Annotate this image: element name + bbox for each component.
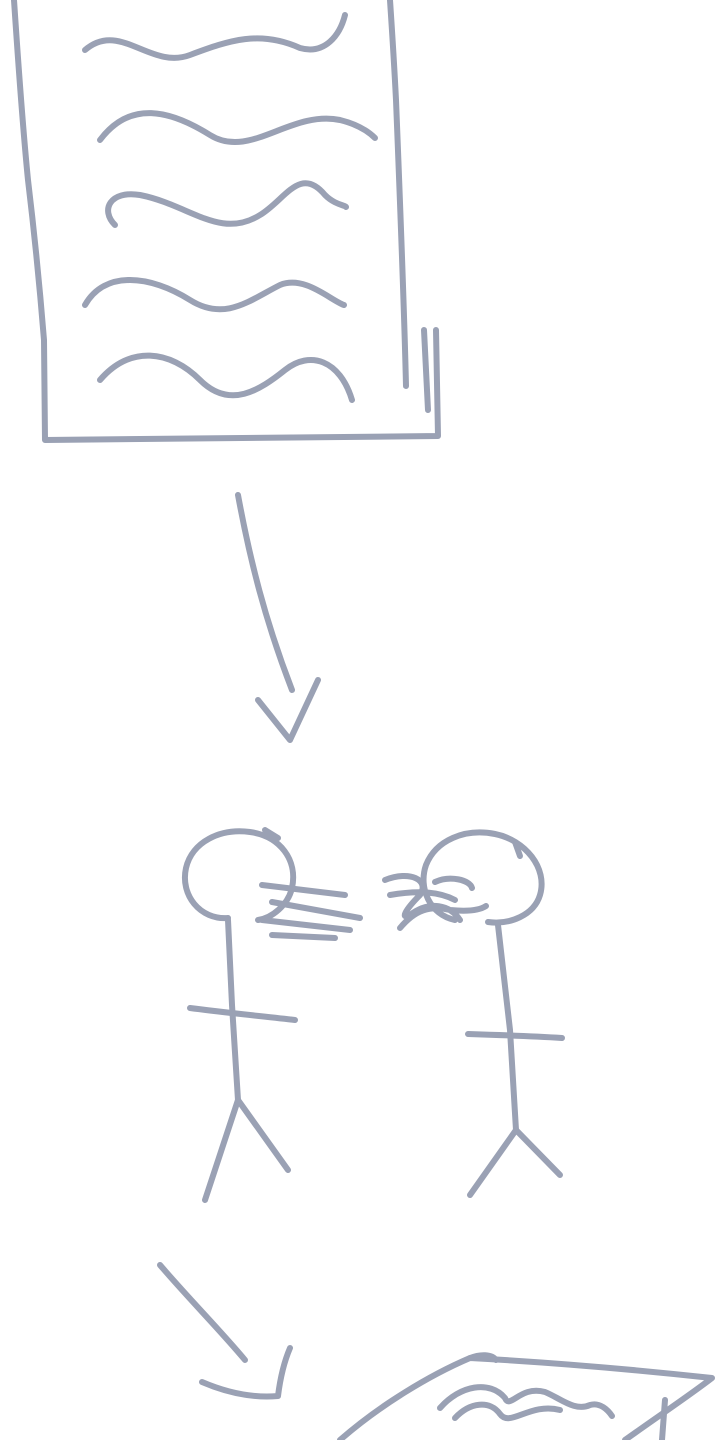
- text-line-2: [100, 113, 375, 142]
- arms-left: [190, 1008, 295, 1020]
- document-outline: [14, 0, 438, 440]
- tray-squiggle: [440, 1387, 612, 1418]
- body-right: [498, 925, 516, 1130]
- text-line-4: [85, 280, 344, 309]
- tray-outline: [340, 1358, 712, 1440]
- legs-right: [470, 1130, 560, 1195]
- arms-right: [468, 1034, 562, 1038]
- text-line-1: [85, 15, 345, 58]
- arrow-down-right-icon: [160, 1265, 290, 1396]
- speech-squiggle-right: [385, 876, 486, 928]
- tray-edge: [662, 1400, 665, 1440]
- figure-right: [385, 832, 562, 1195]
- paper-stack-icon: [340, 1355, 712, 1440]
- legs-left: [205, 1100, 288, 1200]
- text-line-5: [100, 356, 352, 400]
- head-left: [185, 831, 293, 920]
- text-line-3: [108, 183, 346, 225]
- document-icon: [14, 0, 438, 440]
- document-corner-mark: [424, 330, 428, 410]
- figure-left: [185, 830, 360, 1200]
- arrow-down-icon: [238, 495, 318, 740]
